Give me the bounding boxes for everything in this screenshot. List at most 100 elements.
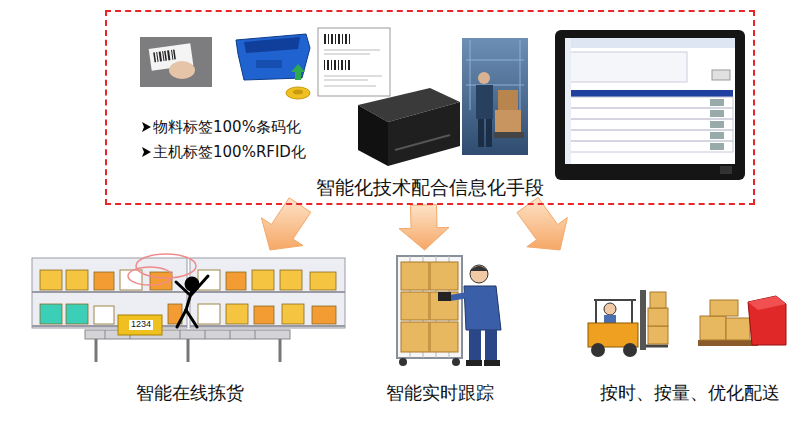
delivery-goods	[698, 340, 758, 346]
warehouse-photo	[466, 85, 524, 86]
storage-rack	[312, 306, 336, 324]
monitor	[565, 38, 735, 48]
picker-figure	[191, 276, 208, 295]
monitor	[710, 99, 724, 106]
forklift	[595, 300, 597, 324]
label-sheet	[338, 60, 339, 70]
rfid-reader	[358, 105, 388, 166]
bullet-text: 物料标签100%条码化	[153, 118, 301, 136]
rfid-reader	[358, 88, 460, 166]
forklift	[594, 299, 636, 301]
barcode-photo	[167, 50, 170, 60]
storage-rack	[226, 272, 246, 290]
tote-box	[118, 315, 162, 335]
box-label: 1234	[129, 320, 153, 330]
conveyor	[205, 330, 206, 339]
frame-caption: 智能化技术配合信息化手段	[316, 176, 544, 199]
monitor	[567, 97, 733, 108]
warehouse-photo	[462, 38, 528, 155]
rfid-tag	[286, 87, 310, 99]
label-sheet	[335, 34, 336, 44]
technology-frame: 物料标签100%条码化主机标签100%RFID化智能化技术配合信息化手段	[105, 10, 755, 205]
forklift	[591, 343, 605, 357]
warehouse-photo	[478, 119, 484, 147]
label-sheet	[324, 50, 382, 86]
label-sheet	[327, 60, 329, 70]
forklift	[650, 292, 666, 308]
barcode-photo	[162, 51, 164, 61]
storage-rack	[198, 270, 220, 290]
monitor	[567, 52, 687, 82]
outcome-box: 智能实时跟踪	[370, 250, 510, 408]
warehouse-photo	[486, 119, 492, 147]
label-sheet	[328, 34, 329, 44]
cage-cart	[452, 358, 460, 366]
bullet-symbol	[142, 122, 151, 157]
label-sheet	[338, 34, 340, 44]
label-sheet	[348, 60, 350, 70]
storage-rack	[282, 304, 304, 324]
outcome-box: 智能在线拣货	[30, 250, 350, 408]
monitor	[710, 143, 724, 150]
warehouse-photo	[476, 85, 493, 119]
tracking-worker	[485, 330, 497, 362]
storage-rack	[280, 270, 302, 290]
barcode-photo	[140, 37, 212, 87]
storage-rack	[190, 325, 345, 327]
cage-cart	[397, 256, 462, 358]
conveyor	[187, 339, 190, 362]
label-sheet	[324, 60, 325, 70]
tracking-worker	[484, 360, 500, 366]
delivery-goods	[698, 296, 786, 346]
label-sheet	[341, 60, 343, 70]
storage-rack	[198, 304, 220, 324]
warehouse-photo	[498, 90, 518, 110]
tracking-worker	[470, 266, 488, 271]
monitor	[710, 132, 724, 139]
plastic-bin	[244, 37, 300, 53]
cage-cart	[397, 256, 462, 366]
delivery-goods	[726, 318, 750, 340]
forklift	[646, 345, 668, 348]
tracking-worker	[438, 292, 451, 301]
forklift	[648, 326, 668, 344]
monitor	[567, 141, 733, 152]
rfid-reader	[395, 135, 450, 150]
warehouse-photo	[466, 40, 524, 110]
rfid-tag	[286, 64, 310, 99]
barcode-photo	[140, 37, 212, 87]
storage-rack	[40, 304, 62, 324]
barcode-photo	[153, 52, 156, 62]
conveyor	[255, 330, 256, 339]
tracking-worker	[450, 295, 468, 298]
plastic-bin	[236, 34, 310, 80]
forklift	[623, 343, 637, 357]
tracking-worker	[438, 265, 501, 366]
storage-rack	[136, 254, 196, 278]
delivery-goods	[748, 296, 786, 345]
picker-figure	[186, 310, 197, 327]
outcome-box: 按时、按量、优化配送	[545, 250, 795, 408]
storage-rack	[190, 291, 345, 293]
warehouse-photo	[495, 110, 521, 132]
rfid-tag	[291, 64, 305, 80]
rfid-reader	[388, 102, 460, 166]
bullet-text: 主机标签100%RFID化	[153, 143, 306, 161]
bullet-symbol	[142, 147, 151, 157]
label-sheet	[345, 34, 347, 44]
monitor	[567, 90, 733, 97]
storage-rack	[94, 272, 114, 290]
delivery-goods	[748, 296, 786, 310]
barcode-photo	[153, 49, 176, 62]
warehouse-photo	[478, 72, 490, 84]
storage-rack	[40, 270, 62, 290]
picker-figure	[176, 282, 190, 295]
barcode-photo	[164, 51, 167, 61]
warehouse-photo	[520, 40, 521, 110]
picker-figure	[177, 310, 186, 327]
conveyor	[279, 339, 282, 362]
label-sheet	[324, 80, 368, 81]
storage-rack	[226, 304, 248, 324]
